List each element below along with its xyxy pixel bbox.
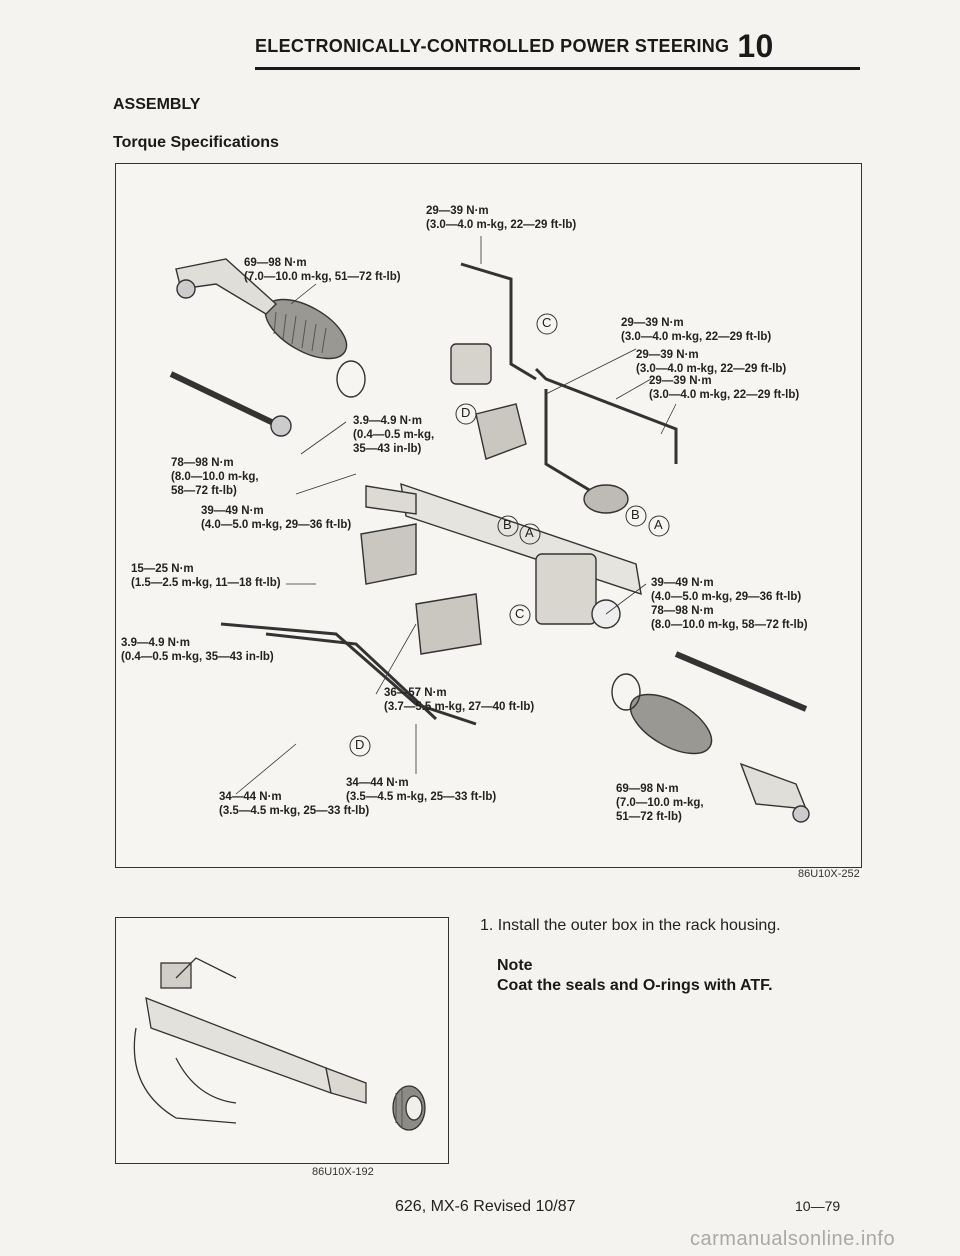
torque-label-left-inner-rod: 78—98 N·m (8.0—10.0 m-kg, 58—72 ft-lb) bbox=[171, 457, 259, 497]
page-number: 10—79 bbox=[795, 1198, 841, 1214]
note-text: Coat the seals and O-rings with ATF. bbox=[497, 977, 773, 994]
torque-label-bracket-bolt: 15—25 N·m (1.5—2.5 m-kg, 11—18 ft-lb) bbox=[131, 563, 281, 589]
rack-housing-left bbox=[365, 485, 417, 515]
cylinder-seal bbox=[583, 484, 629, 514]
step-1: 1. Install the outer box in the rack hou… bbox=[480, 917, 781, 934]
pressure-pipe bbox=[460, 262, 537, 381]
right-tie-rod bbox=[674, 651, 808, 712]
callout-d-upper: D bbox=[461, 405, 471, 420]
callout-c-upper: C bbox=[542, 315, 552, 330]
diagram-figure-code: 86U10X-252 bbox=[798, 868, 860, 880]
cylinder-line-lower-2 bbox=[265, 632, 438, 721]
chapter-header: ELECTRONICALLY-CONTROLLED POWER STEERING… bbox=[255, 30, 774, 62]
torque-label-pipe-right-1: 29—39 N·m (3.0—4.0 m-kg, 22—29 ft-lb) bbox=[621, 317, 772, 343]
feed-pipe bbox=[544, 389, 597, 496]
torque-label-cylinder-line-left: 34—44 N·m (3.5—4.5 m-kg, 25—33 ft-lb) bbox=[219, 791, 370, 817]
right-tie-rod-end bbox=[739, 762, 808, 810]
return-pipe bbox=[534, 367, 678, 464]
torque-label-pipe-right-3: 29—39 N·m (3.0—4.0 m-kg, 22—29 ft-lb) bbox=[649, 375, 800, 401]
installation-photo bbox=[115, 917, 449, 1164]
mount-bracket-lower bbox=[360, 523, 417, 585]
section-heading: ASSEMBLY bbox=[113, 96, 201, 113]
note-title: Note bbox=[497, 957, 533, 974]
torque-label-cylinder-line-center: 34—44 N·m (3.5—4.5 m-kg, 25—33 ft-lb) bbox=[346, 777, 497, 803]
callout-c-lower: C bbox=[515, 606, 525, 621]
mount-bracket-center bbox=[415, 593, 482, 655]
torque-label-locknut-left: 39—49 N·m (4.0—5.0 m-kg, 29—36 ft-lb) bbox=[201, 505, 352, 531]
callout-a-right: A bbox=[654, 517, 663, 532]
right-boot-clamp bbox=[611, 673, 641, 711]
outer-box-illustration bbox=[133, 957, 426, 1131]
torque-label-left-tie-rod-end: 69—98 N·m (7.0—10.0 m-kg, 51—72 ft-lb) bbox=[244, 257, 401, 283]
left-tie-rod-joint bbox=[270, 415, 292, 437]
chapter-title: ELECTRONICALLY-CONTROLLED POWER STEERING bbox=[255, 35, 730, 56]
callout-a-center: A bbox=[525, 525, 534, 540]
photo-figure-code: 86U10X-192 bbox=[312, 1166, 374, 1178]
right-boot bbox=[629, 693, 713, 755]
rack-housing-photo bbox=[145, 996, 332, 1095]
torque-label-right-tie-rod-end: 69—98 N·m (7.0—10.0 m-kg, 51—72 ft-lb) bbox=[616, 783, 704, 823]
watermark: carmanualsonline.info bbox=[690, 1228, 896, 1250]
torque-label-pinion-nut: 39—49 N·m (4.0—5.0 m-kg, 29—36 ft-lb) bbox=[651, 577, 802, 603]
boot-clamp bbox=[336, 360, 366, 398]
control-valve bbox=[450, 343, 492, 385]
torque-label-clamp-bolt: 3.9—4.9 N·m (0.4—0.5 m-kg, 35—43 in-lb) bbox=[121, 637, 274, 663]
torque-label-pipe-top: 29—39 N·m (3.0—4.0 m-kg, 22—29 ft-lb) bbox=[426, 205, 577, 231]
valve-body bbox=[535, 553, 597, 625]
footer-model: 626, MX-6 Revised 10/87 bbox=[395, 1198, 576, 1215]
callout-b-center: B bbox=[503, 517, 512, 532]
torque-label-pipe-right-2: 29—39 N·m (3.0—4.0 m-kg, 22—29 ft-lb) bbox=[636, 349, 787, 375]
torque-label-right-inner-rod: 78—98 N·m (8.0—10.0 m-kg, 58—72 ft-lb) bbox=[651, 605, 808, 631]
torque-label-mount-bracket: 36—57 N·m (3.7—5.5 m-kg, 27—40 ft-lb) bbox=[384, 687, 535, 713]
exploded-diagram: C D B A B A C D 29—39 N·m (3.0—4.0 m-kg,… bbox=[115, 163, 862, 868]
header-rule bbox=[255, 67, 860, 70]
torque-label-lock-bolt: 3.9—4.9 N·m (0.4—0.5 m-kg, 35—43 in-lb) bbox=[353, 415, 435, 455]
steering-gear-illustration bbox=[169, 236, 810, 823]
left-tie-rod bbox=[169, 371, 288, 432]
chapter-number: 10 bbox=[737, 28, 774, 64]
mount-bracket-upper bbox=[475, 403, 527, 460]
cylinder-line-lower bbox=[220, 622, 477, 726]
subsection-heading: Torque Specifications bbox=[113, 134, 279, 151]
callout-d-lower: D bbox=[355, 737, 365, 752]
callout-b-right: B bbox=[631, 507, 640, 522]
